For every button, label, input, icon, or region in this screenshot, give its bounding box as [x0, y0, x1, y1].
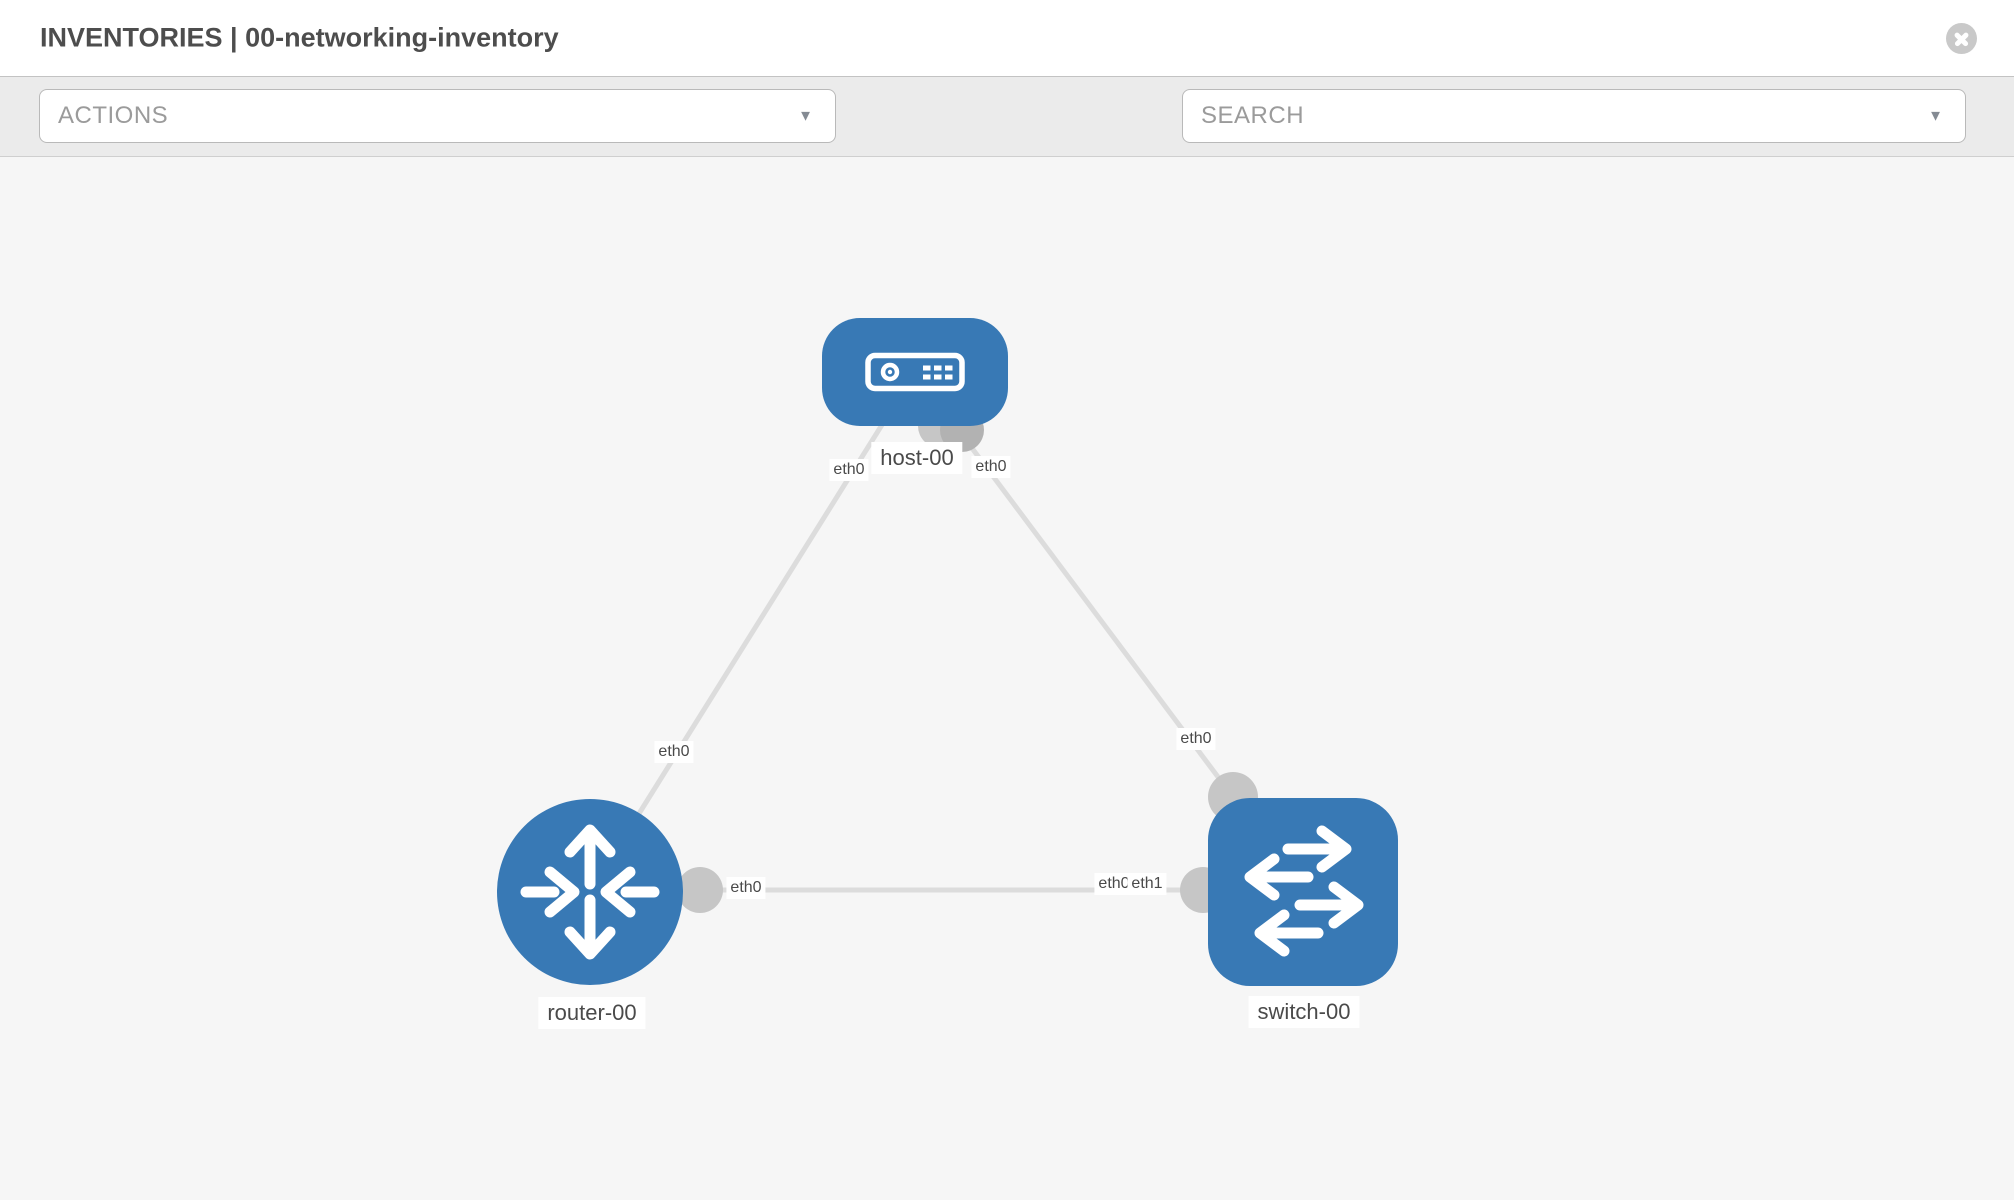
header: INVENTORIES | 00-networking-inventory	[0, 0, 2014, 76]
chevron-down-icon: ▼	[798, 107, 813, 125]
interface-label: eth1	[1127, 873, 1167, 895]
link-host-router[interactable]	[587, 370, 918, 894]
interface-label: eth0	[1094, 873, 1134, 895]
host-icon	[865, 352, 965, 392]
interface-label: eth0	[1176, 728, 1216, 750]
interface-label: eth0	[971, 456, 1011, 478]
search-dropdown-label: SEARCH	[1201, 102, 1305, 129]
interface-label: eth0	[726, 877, 766, 899]
node-host[interactable]	[822, 318, 1008, 426]
actions-dropdown-label: ACTIONS	[58, 102, 169, 129]
topology-graph	[497, 318, 1398, 986]
node-label-switch: switch-00	[1248, 996, 1360, 1028]
node-switch[interactable]	[1208, 798, 1398, 986]
chevron-down-icon: ▼	[1928, 107, 1943, 125]
interface-label: eth0	[829, 459, 869, 481]
page-title: INVENTORIES | 00-networking-inventory	[40, 22, 559, 53]
node-label-router: router-00	[538, 997, 646, 1029]
actions-dropdown[interactable]: ACTIONS ▼	[39, 89, 836, 143]
toolbar: ACTIONS ▼ SEARCH ▼	[0, 76, 2014, 214]
switch-icon	[1244, 825, 1364, 957]
search-dropdown[interactable]: SEARCH ▼	[1182, 89, 1966, 143]
router-icon	[520, 824, 660, 960]
interface-bubble-router	[677, 867, 723, 913]
topology-canvas[interactable]: eth0 eth0 eth0 eth0 eth0 eth0 eth1 host-…	[0, 157, 2014, 1200]
close-icon[interactable]	[1946, 23, 1977, 54]
node-router[interactable]	[497, 799, 683, 985]
interface-label: eth0	[654, 741, 694, 763]
node-label-host: host-00	[871, 442, 963, 474]
